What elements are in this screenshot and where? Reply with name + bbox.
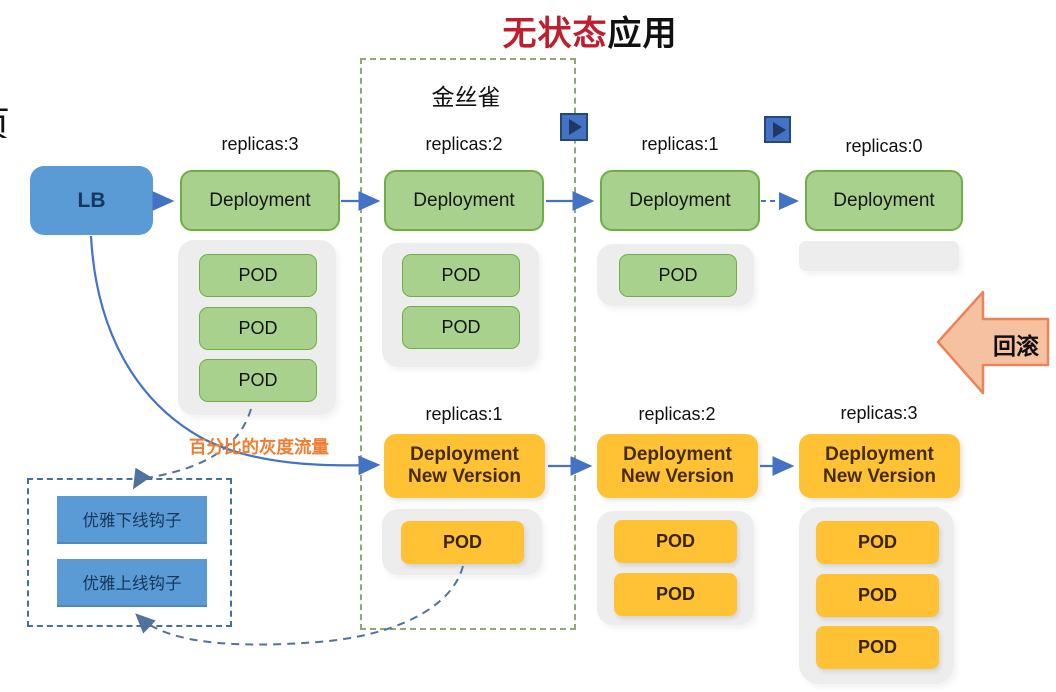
play-step-icon[interactable] bbox=[764, 116, 791, 143]
deployment-newversion-node-1: Deployment New Version bbox=[384, 434, 545, 498]
deployment-node-2-canary: Deployment bbox=[384, 170, 544, 231]
deployment-newversion-line2: New Version bbox=[408, 466, 521, 487]
pod-group-empty bbox=[799, 241, 959, 271]
deployment-newversion-line2: New Version bbox=[823, 466, 936, 487]
rollback-label: 回滚 bbox=[993, 333, 1039, 359]
pod-orange: POD bbox=[816, 626, 939, 669]
rollback-arrow: 回滚 bbox=[936, 287, 1051, 398]
clipped-left-edge-text: 页 bbox=[0, 96, 14, 138]
play-step-icon[interactable] bbox=[560, 113, 588, 141]
hooks-dashed-box bbox=[27, 478, 232, 627]
graceful-online-hook: 优雅上线钩子 bbox=[57, 559, 207, 607]
pod-orange: POD bbox=[401, 521, 524, 564]
replicas-label-orange-1: replicas:1 bbox=[425, 404, 503, 424]
deployment-newversion-node-2: Deployment New Version bbox=[597, 434, 758, 498]
deployment-newversion-node-3: Deployment New Version bbox=[799, 434, 960, 498]
left-block-arrow-icon bbox=[936, 290, 1050, 395]
play-triangle-icon bbox=[569, 119, 582, 135]
pod-green: POD bbox=[619, 254, 737, 297]
replicas-label-green-4: replicas:0 bbox=[845, 136, 923, 156]
replicas-label-orange-2: replicas:2 bbox=[638, 404, 716, 424]
pod-green: POD bbox=[402, 306, 520, 349]
pod-green: POD bbox=[199, 307, 317, 350]
graceful-offline-hook: 优雅下线钩子 bbox=[57, 496, 207, 544]
lb-node: LB bbox=[30, 166, 153, 235]
canary-label: 金丝雀 bbox=[431, 84, 501, 110]
gray-traffic-annotation: 百分比的灰度流量 bbox=[189, 437, 329, 457]
deployment-node-4: Deployment bbox=[805, 170, 963, 231]
title-highlight: 无状态 bbox=[502, 15, 608, 53]
deployment-node-1: Deployment bbox=[180, 170, 340, 231]
pod-orange: POD bbox=[816, 521, 939, 564]
replicas-label-orange-3: replicas:3 bbox=[840, 403, 918, 423]
pod-green: POD bbox=[402, 254, 520, 297]
replicas-label-green-1: replicas:3 bbox=[221, 134, 299, 154]
replicas-label-green-3: replicas:1 bbox=[641, 134, 719, 154]
deployment-newversion-line2: New Version bbox=[621, 466, 734, 487]
title-rest: 应用 bbox=[607, 15, 678, 53]
replicas-label-green-2: replicas:2 bbox=[425, 134, 503, 154]
pod-green: POD bbox=[199, 359, 317, 402]
deployment-newversion-line1: Deployment bbox=[623, 443, 732, 465]
pod-orange: POD bbox=[614, 573, 737, 616]
deployment-newversion-line1: Deployment bbox=[410, 443, 519, 465]
pod-green: POD bbox=[199, 254, 317, 297]
deployment-node-3: Deployment bbox=[600, 170, 760, 231]
page-title: 无状态应用 bbox=[420, 6, 760, 55]
pod-orange: POD bbox=[614, 520, 737, 563]
pod-orange: POD bbox=[816, 574, 939, 617]
play-triangle-icon bbox=[772, 121, 786, 138]
deployment-newversion-line1: Deployment bbox=[825, 443, 934, 465]
